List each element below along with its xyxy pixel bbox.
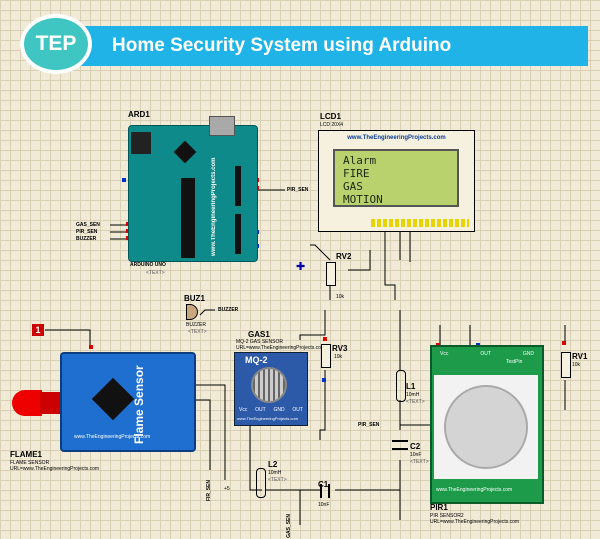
l1-ref: L1: [406, 382, 416, 391]
power-jack: [131, 132, 151, 154]
buzzer-text: <TEXT>: [188, 329, 207, 335]
lcd-ref: LCD1: [320, 112, 341, 121]
gas-pin-vcc: Vcc: [239, 407, 248, 413]
gas-url: URL=www.TheEngineeringProjects.com: [236, 345, 326, 351]
arduino-text: <TEXT>: [146, 270, 165, 276]
net-pir-sen: PIR_SEN: [76, 229, 98, 235]
flame-chip: [91, 377, 135, 421]
digital-header: [235, 166, 241, 206]
gas-pin-out: OUT: [255, 407, 266, 413]
lcd-line-2: FIRE: [343, 167, 370, 180]
flame-led-base: [40, 392, 64, 414]
arduino-board[interactable]: www.TheEngineeringProjects.com: [128, 116, 258, 262]
l2-inductor[interactable]: [256, 468, 266, 498]
arduino-brand: www.TheEngineeringProjects.com: [211, 157, 217, 256]
c1-ref: C1: [318, 480, 329, 489]
net-gas-sen: GAS_SEN: [76, 222, 100, 228]
rv1-value: 10k: [572, 362, 581, 368]
pir-lens: [434, 375, 538, 479]
pir-pin-out: OUT: [480, 351, 491, 357]
l1-value: 10mH: [406, 392, 420, 398]
lcd-line-1: Alarm: [343, 154, 377, 167]
lcd-pins: [371, 219, 469, 227]
c2-ref: C2: [410, 442, 421, 451]
pir-pin-gnd: GND: [522, 351, 534, 357]
pir-url: URL=www.TheEngineeringProjects.com: [430, 519, 520, 525]
rv1-potentiometer[interactable]: [561, 352, 571, 378]
svg-text:✚: ✚: [296, 260, 305, 273]
buzzer-label: BUZZER: [186, 322, 206, 328]
flame-plus5: +5: [224, 486, 230, 492]
pir-tag: TestPin: [506, 359, 523, 365]
gas-pin-gnd: GND: [273, 407, 285, 413]
gas-brand: www.TheEngineeringProjects.com: [237, 416, 298, 421]
lcd-line-4: MOTION: [343, 193, 383, 206]
rv3-value: 10k: [334, 354, 343, 360]
gas-sensor[interactable]: MQ-2 Vcc OUT GND OUT www.TheEngineeringP…: [234, 352, 308, 426]
pir-dome-icon: [444, 385, 528, 469]
rv2-potentiometer[interactable]: [326, 262, 336, 286]
pir-model: PIR SENSOR2: [430, 513, 464, 519]
tep-badge: TEP: [20, 14, 92, 74]
microcontroller-chip: [173, 140, 197, 164]
flame-model: FLAME SENSOR: [10, 460, 50, 466]
flame-site: www.TheEngineeringProjects.com: [74, 434, 151, 440]
pir-net-left: PIR_SEN: [358, 422, 380, 428]
lcd-screen: Alarm FIRE GAS MOTION: [333, 149, 459, 207]
buzzer-ref: BUZ1: [184, 294, 205, 303]
gas-sen-net: GAS_SEN: [286, 514, 292, 538]
c2-value: 10nF: [410, 452, 422, 458]
logic-state[interactable]: 1: [32, 324, 44, 336]
atmega-chip: [181, 178, 195, 258]
l1-text: <TEXT>: [406, 399, 425, 405]
l2-text: <TEXT>: [268, 477, 287, 483]
gas-model: MQ-2 GAS SENSOR: [236, 339, 283, 345]
lcd-module[interactable]: www.TheEngineeringProjects.com Alarm FIR…: [318, 130, 475, 232]
lcd-site: www.TheEngineeringProjects.com: [347, 135, 446, 141]
buzzer-net: BUZZER: [218, 307, 239, 313]
rv2-ref: RV2: [336, 252, 352, 261]
flame-led-icon: [12, 390, 42, 416]
flame-url: URL=www.TheEngineeringProjects.com: [10, 466, 100, 472]
c2-text: <TEXT>: [410, 459, 429, 465]
gas-pin-out2: OUT: [292, 407, 303, 413]
pir-ref: PIR1: [430, 503, 448, 512]
c1-capacitor[interactable]: [320, 484, 330, 498]
flame-net: FIR_SEN: [206, 480, 212, 502]
rv3-potentiometer[interactable]: [321, 344, 331, 368]
buzzer-icon[interactable]: [186, 304, 198, 320]
lcd-model: LCD 20X4: [320, 122, 344, 128]
c1-value: 10nF: [318, 502, 330, 508]
flame-sensor[interactable]: Flame Sensor www.TheEngineeringProjects.…: [60, 352, 196, 452]
net-buzzer: BUZZER: [76, 236, 97, 242]
rv2-value: 10k: [336, 294, 345, 300]
usb-port: [209, 116, 235, 136]
net-pir-sen-right: PIR_SEN: [287, 187, 309, 193]
gas-ref: GAS1: [248, 330, 270, 339]
l1-inductor[interactable]: [396, 370, 406, 402]
pir-pin-vcc: Vcc: [440, 351, 449, 357]
l2-value: 10mH: [268, 470, 282, 476]
flame-title: Flame Sensor: [132, 365, 146, 444]
gas-grille-icon: [251, 367, 287, 403]
title-banner: Home Security System using Arduino TEP: [12, 14, 588, 74]
arduino-model: ARDUINO UNO: [130, 262, 166, 268]
banner-title: Home Security System using Arduino: [72, 26, 588, 66]
pir-site: www.TheEngineeringProjects.com: [436, 487, 513, 493]
gas-title: MQ-2: [245, 355, 268, 365]
pir-sensor[interactable]: Vcc OUT GND TestPin www.TheEngineeringPr…: [430, 345, 544, 504]
rv1-ref: RV1: [572, 352, 588, 361]
flame-ref: FLAME1: [10, 450, 42, 459]
lcd-line-3: GAS: [343, 180, 363, 193]
c2-capacitor[interactable]: [392, 440, 408, 450]
rv3-ref: RV3: [332, 344, 348, 353]
digital-header-2: [235, 214, 241, 254]
l2-ref: L2: [268, 460, 278, 469]
arduino-ref: ARD1: [128, 110, 150, 119]
